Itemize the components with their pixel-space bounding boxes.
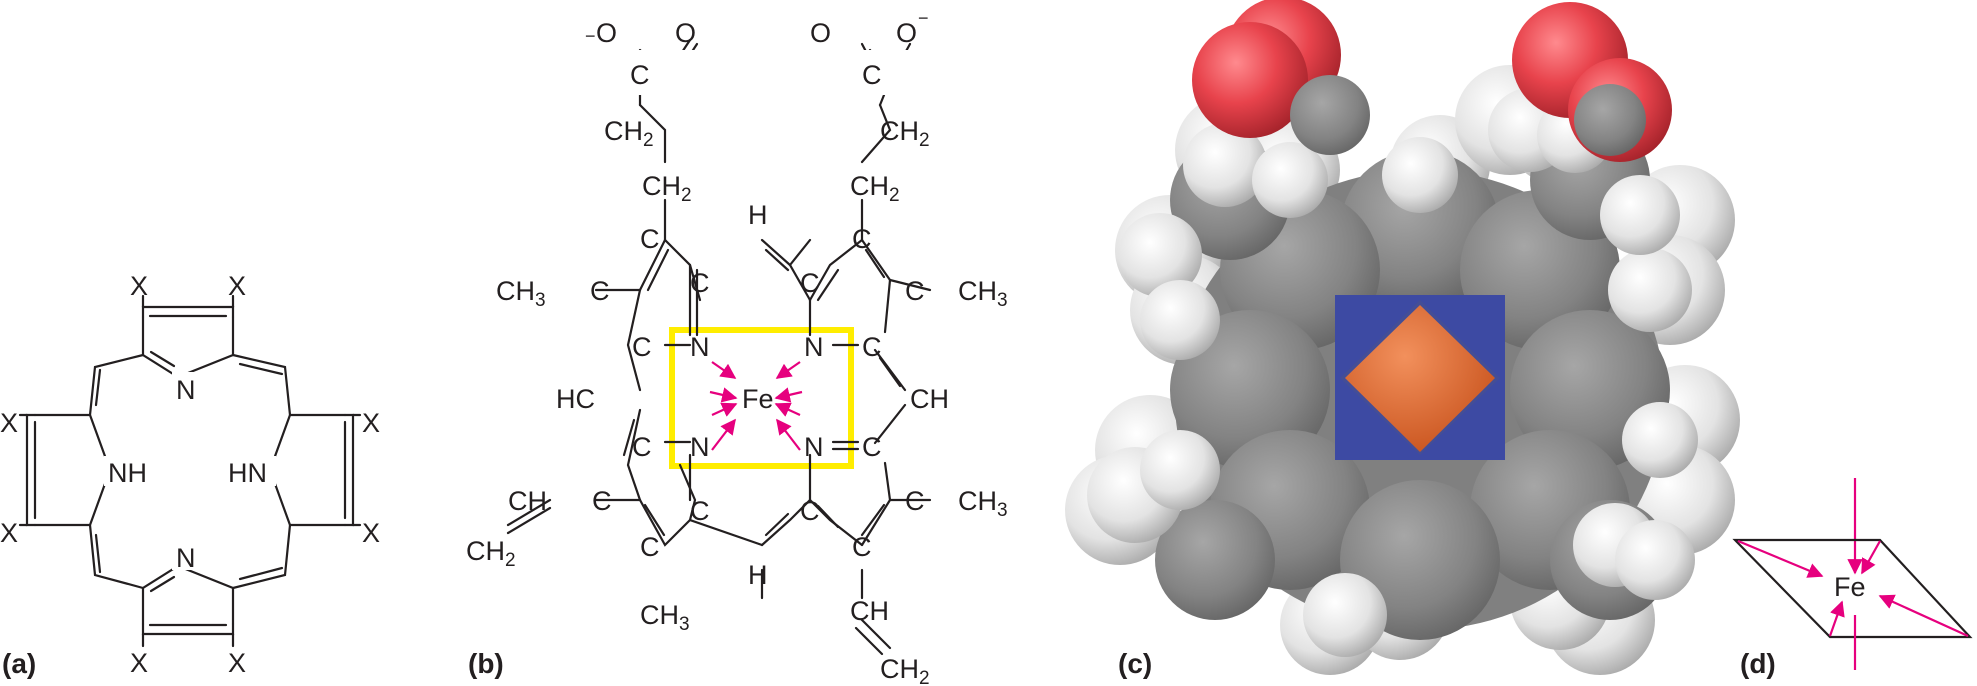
nitrogen-bottom: N <box>176 543 196 573</box>
carboxylate-oxygen-right-minus: − <box>918 8 929 28</box>
x-substituent-7: X <box>130 648 148 678</box>
panel-c-space-filling-model <box>1065 0 1740 675</box>
meso-h-top: H <box>748 200 768 230</box>
ch2-left-upper: CH2 <box>604 116 654 151</box>
pyrrole-nh-left: NH <box>108 458 147 488</box>
carbon-bottom-left-beta: C <box>640 532 660 562</box>
meso-h-bottom: H <box>748 560 768 590</box>
oxygen-atom-left-2 <box>1192 22 1308 138</box>
methyl-right-upper: CH3 <box>958 276 1008 311</box>
carbon-bottom-right-beta: C <box>852 532 872 562</box>
x-substituent-3: X <box>0 408 18 438</box>
carbon-bottom-left-alpha: C <box>690 496 710 526</box>
panel-label-b: (b) <box>468 648 504 679</box>
carbon-bottom-meso-right: C <box>800 496 820 526</box>
carbon-vinyl-left-attach: C <box>592 486 612 516</box>
carbon-top-meso-right: C <box>800 268 820 298</box>
x-substituent-2: X <box>228 271 246 301</box>
panel-a-porphyrin: X X X X X X X X N N NH HN <box>0 271 380 678</box>
carbon-methyl-right-upper: C <box>905 276 925 306</box>
pyrrole-hn-right: HN <box>228 458 267 488</box>
carbon-top-left-alpha: C <box>690 268 710 298</box>
methyl-left-upper: CH3 <box>496 276 546 311</box>
x-substituent-4: X <box>0 518 18 548</box>
vinyl-ch-right: CH <box>850 596 889 626</box>
x-substituent-5: X <box>362 408 380 438</box>
carboxylate-oxygen-left: O <box>596 18 617 48</box>
nitrogen-upper-left: N <box>690 332 710 362</box>
methyl-bottom-left: CH3 <box>640 600 690 635</box>
carbonyl-oxygen-left: O <box>675 18 696 48</box>
ch2-vinyl-left: CH2 <box>466 536 516 571</box>
panel-b-heme-structure: − O O C CH2 CH2 O O − C CH2 CH2 H C C C … <box>466 8 1008 686</box>
methine-right: CH <box>910 384 949 414</box>
ch2-right-lower: CH2 <box>850 171 900 206</box>
iron-label-d: Fe <box>1834 572 1866 602</box>
panel-label-a: (a) <box>2 648 37 679</box>
ch2-vinyl-right: CH2 <box>880 654 930 686</box>
nitrogen-lower-right: N <box>804 432 824 462</box>
carbonyl-oxygen-right: O <box>810 18 831 48</box>
nitrogen-upper-right: N <box>804 332 824 362</box>
carbon-left-alpha-upper: C <box>632 332 652 362</box>
vinyl-ch-left: CH <box>508 486 547 516</box>
x-substituent-8: X <box>228 648 246 678</box>
carboxylate-oxygen-right: O <box>896 18 917 48</box>
x-substituent-1: X <box>130 271 148 301</box>
coordination-arrows-b <box>709 361 803 451</box>
carbon-left-alpha-lower: C <box>632 432 652 462</box>
methyl-right-lower: CH3 <box>958 486 1008 521</box>
nitrogen-lower-left: N <box>690 432 710 462</box>
carboxyl-carbon-left: C <box>630 60 650 90</box>
panel-d-fe-coordination: Fe <box>1732 478 1973 670</box>
x-substituent-6: X <box>362 518 380 548</box>
carbon-top-left-beta: C <box>640 224 660 254</box>
ch2-right-upper: CH2 <box>880 116 930 151</box>
iron-coordination-box <box>669 327 854 469</box>
carboxylate-oxygen-left-minus: − <box>585 26 596 46</box>
carbon-methyl-right-lower: C <box>905 486 925 516</box>
ch2-left-lower: CH2 <box>642 171 692 206</box>
nitrogen-top: N <box>176 375 196 405</box>
iron-center: Fe <box>742 384 774 414</box>
iron-atom <box>1345 305 1495 452</box>
carbon-methyl-left-upper: C <box>590 276 610 306</box>
panel-label-d: (d) <box>1740 648 1776 679</box>
carbon-right-alpha-upper: C <box>862 332 882 362</box>
carbon-top-right-beta: C <box>852 224 872 254</box>
methine-left: HC <box>556 384 595 414</box>
panel-label-c: (c) <box>1118 648 1153 679</box>
carbon-right-alpha-lower: C <box>862 432 882 462</box>
carboxyl-carbon-right: C <box>862 60 882 90</box>
